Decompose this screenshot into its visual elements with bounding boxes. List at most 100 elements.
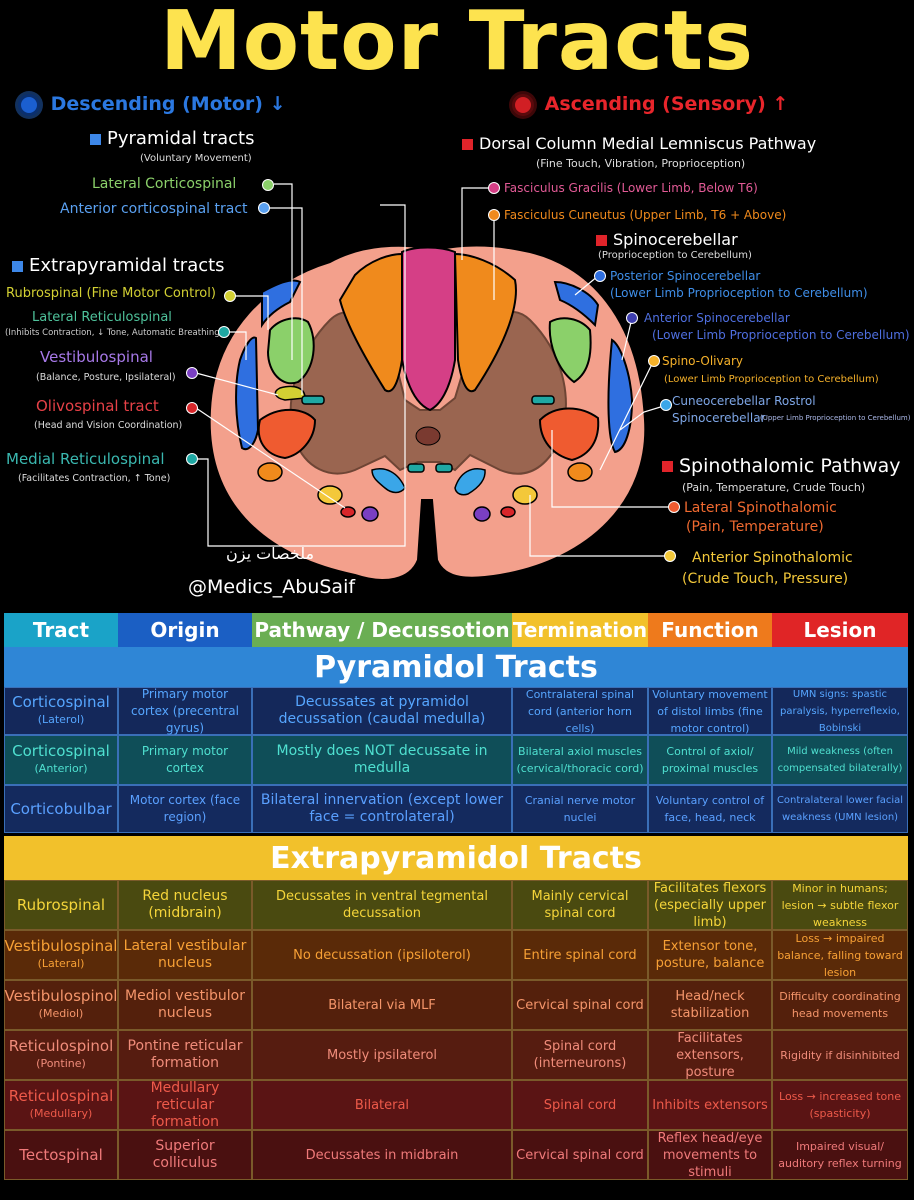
ant-stt-right [512, 485, 538, 505]
lateral-reticulospinal-dot [218, 326, 230, 338]
table-row: Reticulospinol(Pontine)Pontine reticular… [4, 1030, 908, 1080]
blue-circle-icon [18, 93, 40, 116]
lat-ret-right [531, 395, 555, 405]
pyramidal-rows: Corticospinal(Laterol)Primary motor cort… [4, 687, 908, 833]
cuneocerebellar-sub: (Upper Limb Proprioception to Cerebellum… [760, 414, 911, 422]
header-function: Function [648, 613, 772, 647]
table-row: Corticospinal(Anterior)Primary motor cor… [4, 735, 908, 785]
function-cell: Facilitates extensors, posture [648, 1030, 772, 1080]
lesion-cell: Loss → impaired balance, falling toward … [772, 930, 908, 980]
spinocerebellar-group: Spinocerebellar [596, 230, 738, 249]
tract-name: Vestibulospinal [4, 937, 118, 955]
tract-name-cell: Tectospinal [4, 1130, 118, 1180]
gracilis-label: Fasciculus Gracilis (Lower Limb, Below T… [504, 181, 758, 195]
cuneocerebellar-label: Cuneocerebellar Rostrol [672, 394, 816, 408]
header-lesion: Lesion [772, 613, 908, 647]
dcml-group: Dorsal Column Medial Lemniscus Pathway [462, 134, 816, 153]
termination-cell: Mainly cervical spinal cord [512, 880, 648, 930]
origin-cell: Lateral vestibular nucleus [118, 930, 252, 980]
watermark-arabic: ملخصات يزن [226, 544, 315, 563]
vestibulospinal-sub: (Balance, Posture, Ipsilateral) [36, 372, 176, 383]
origin-cell: Superior colliculus [118, 1130, 252, 1180]
origin-cell: Primary motor cortex (precentral gyrus) [118, 687, 252, 735]
termination-cell: Spinal cord [512, 1080, 648, 1130]
pathway-cell: Bilateral via MLF [252, 980, 512, 1030]
red-square-icon [662, 461, 673, 472]
olivospinal-sub: (Head and Vision Coordination) [34, 420, 183, 431]
function-cell: Facilitates flexors (especially upper li… [648, 880, 772, 930]
ant-cs-left [371, 468, 406, 494]
pyramidal-sub: (Voluntary Movement) [140, 153, 252, 164]
tract-name: Vestibulospinol [4, 987, 118, 1005]
spino-olivary-right [567, 462, 593, 482]
function-cell: Inhibits extensors [648, 1080, 772, 1130]
ascending-legend: Ascending (Sensory) ↑ [512, 93, 788, 116]
lesion-cell: Impaired visual/ auditory reflex turning [772, 1130, 908, 1180]
termination-cell: Entire spinal cord [512, 930, 648, 980]
dcml-sub: (Fine Touch, Vibration, Proprioception) [536, 157, 746, 170]
pathway-cell: Decussates in ventral tegmental decussat… [252, 880, 512, 930]
termination-cell: Cranial nerve motor nuclei [512, 785, 648, 833]
vestibulospinal-label: Vestibulospinal [40, 348, 153, 366]
tract-name: Rubrospinal [16, 895, 106, 914]
blue-square-icon [12, 260, 23, 272]
function-cell: Control of axiol/ proximal muscles [648, 735, 772, 785]
central-canal [415, 426, 441, 446]
posterior-sc-dot [594, 270, 606, 282]
tract-qualifier: (Laterol) [37, 713, 85, 726]
tract-name: Corticobulbar [10, 799, 112, 818]
rubrospinal-label: Rubrospinal (Fine Motor Control) [6, 286, 216, 301]
table-row: Vestibulospinal(Lateral)Lateral vestibul… [4, 930, 908, 980]
lesion-cell: Mild weakness (often compensated bilater… [772, 735, 908, 785]
spino-olivary-label: Spino-Olivary [662, 354, 744, 368]
rubrospinal-dot [224, 290, 236, 302]
origin-cell: Primary motor cortex [118, 735, 252, 785]
header-origin: Origin [118, 613, 252, 647]
pathway-cell: Bilateral innervation (except lower face… [252, 785, 512, 833]
tract-name-cell: Corticospinal(Laterol) [4, 687, 118, 735]
origin-cell: Motor cortex (face region) [118, 785, 252, 833]
anterior-cs-dot [258, 202, 270, 214]
lateral-spinothalamic-label: Lateral Spinothalomic [684, 500, 837, 516]
tract-name: Tectospinal [19, 1145, 103, 1164]
lateral-reticulospinal-sub: (Inhibits Contraction, ↓ Tone, Automatic… [5, 328, 223, 338]
cuneocerebellar-dot [660, 399, 672, 411]
tract-qualifier: (Pontine) [36, 1057, 86, 1070]
tract-name: Reticulospinal [8, 1087, 114, 1105]
tract-name-cell: Vestibulospinal(Lateral) [4, 930, 118, 980]
termination-cell: Cervical spinal cord [512, 1130, 648, 1180]
posterior-spinocerebellar-sub: (Lower Limb Proprioception to Cerebellum… [610, 286, 868, 300]
function-cell: Extensor tone, posture, balance [648, 930, 772, 980]
tract-name-cell: Reticulospinol(Pontine) [4, 1030, 118, 1080]
med-ret-right [435, 463, 453, 473]
lesion-cell: Minor in humans; lesion → subtle flexor … [772, 880, 908, 930]
red-circle-icon [512, 93, 534, 116]
table-row: Corticobulbar Motor cortex (face region)B… [4, 785, 908, 833]
ant-stt-left [317, 485, 343, 505]
anterior-spinocerebellar-label: Anterior Spinocerebellar [644, 311, 790, 325]
pathway-cell: Mostly ipsilaterol [252, 1030, 512, 1080]
function-cell: Reflex head/eye movements to stimuli [648, 1130, 772, 1180]
function-cell: Voluntary movement of distol limbs (fine… [648, 687, 772, 735]
blue-square-icon [90, 133, 101, 145]
medial-reticulospinal-dot [186, 453, 198, 465]
pathway-cell: Bilateral [252, 1080, 512, 1130]
origin-cell: Medullary reticular formation [118, 1080, 252, 1130]
lesion-cell: Rigidity if disinhibited [772, 1030, 908, 1080]
pyramidal-group: Pyramidal tracts [90, 128, 254, 149]
spinothalamic-sub: (Pain, Temperature, Crude Touch) [682, 481, 866, 494]
ant-cs-right [454, 468, 486, 496]
cuneocerebellar-label-2: Spinocerebellar [672, 411, 766, 425]
post-sc-left [261, 279, 302, 329]
anterior-sc-dot [626, 312, 638, 324]
origin-cell: Pontine reticular formation [118, 1030, 252, 1080]
function-cell: Head/neck stabilization [648, 980, 772, 1030]
descending-label: Descending (Motor) [50, 93, 263, 115]
termination-cell: Cervical spinal cord [512, 980, 648, 1030]
posterior-spinocerebellar-label: Posterior Spinocerebellar [610, 269, 761, 283]
down-arrow-icon: ↓ [269, 93, 286, 115]
